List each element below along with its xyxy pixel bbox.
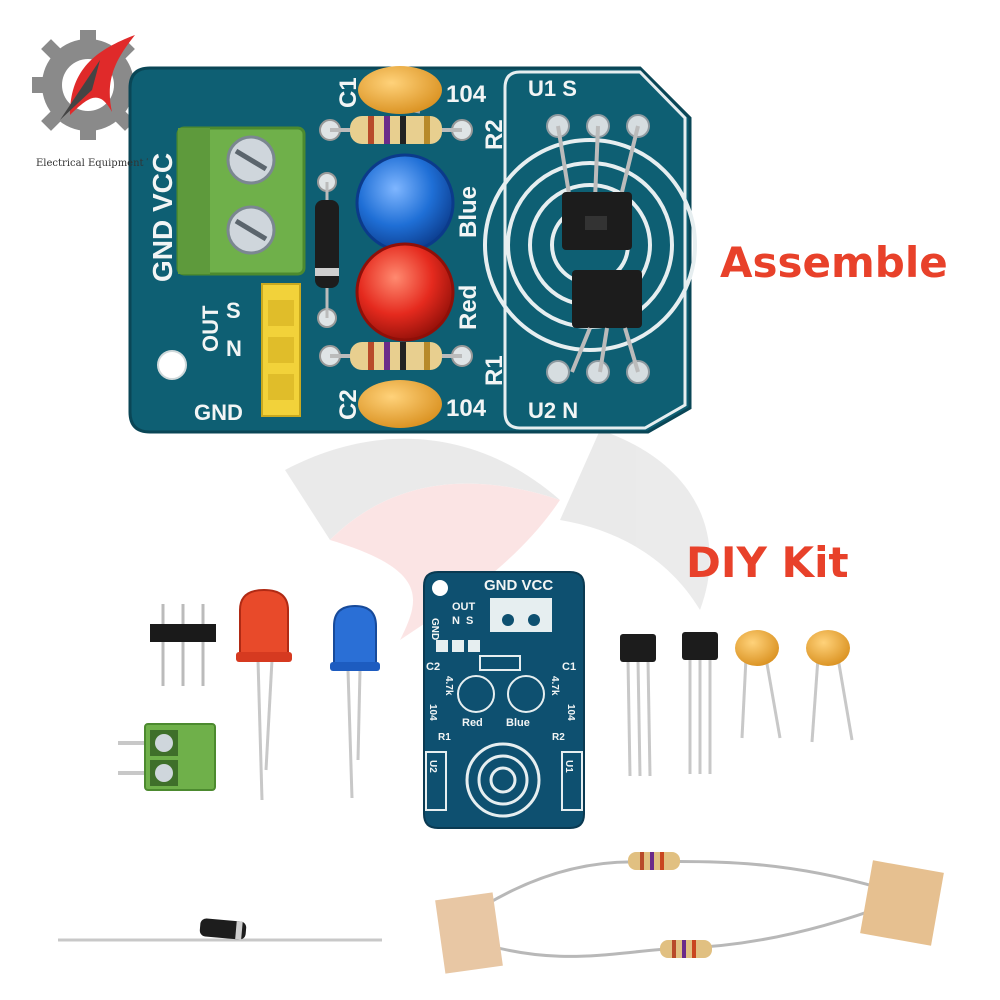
kit-label-red: Red [462, 717, 483, 729]
assembled-pcb: GND VCC C1 104 R2 Blue Red R1 104 C2 U1 … [128, 66, 697, 434]
label-s: S [226, 298, 241, 323]
kit-screw-terminal [118, 723, 216, 791]
label-cap2-value: 104 [446, 395, 487, 422]
label-cap1-value: 104 [446, 81, 487, 108]
capacitor-c1 [358, 66, 442, 114]
watermark [285, 430, 710, 640]
kit-label-out: OUT [452, 601, 476, 613]
caption-diy-kit: DIY Kit [686, 538, 849, 587]
caption-assemble: Assemble [720, 238, 948, 287]
label-out: OUT [198, 305, 223, 352]
kit-diode [58, 918, 382, 942]
kit-label-blue: Blue [506, 717, 530, 729]
kit-pcb: GND VCC GND OUT N S C2 C1 4.7k 4.7k 104 … [423, 571, 585, 829]
pin-header [261, 283, 301, 417]
label-gnd-vcc: GND VCC [147, 153, 178, 282]
label-r2: R2 [481, 119, 508, 150]
kit-label-cap-value-1: 104 [427, 704, 438, 721]
resistor-r1 [319, 342, 473, 370]
kit-label-r-value-2: 4.7k [549, 676, 560, 696]
kit-label-gnd-vcc: GND VCC [484, 577, 553, 594]
kit-hall-sensor-1 [620, 634, 656, 777]
hall-sensor-u2 [570, 270, 642, 373]
brand-logo [32, 30, 144, 140]
capacitor-c2 [358, 380, 442, 428]
led-red [355, 242, 455, 342]
label-gnd: GND [194, 400, 243, 425]
led-blue [355, 153, 455, 253]
screw-terminal [176, 126, 306, 276]
kit-label-u2: U2 [427, 760, 438, 773]
kit-capacitor-1 [735, 630, 782, 739]
label-u1-s: U1 S [528, 76, 577, 101]
label-red: Red [455, 285, 482, 330]
kit-label-r-value-1: 4.7k [443, 676, 454, 696]
kit-label-r2: R2 [552, 732, 565, 743]
kit-hall-sensor-2 [682, 632, 718, 774]
kit-label-u1: U1 [563, 760, 574, 773]
label-c1: C1 [335, 77, 362, 108]
kit-label-s: S [466, 615, 473, 627]
kit-resistors-on-tape [435, 852, 944, 974]
hall-sensor-u1 [556, 125, 640, 250]
kit-label-gnd: GND [429, 618, 440, 640]
label-r1: R1 [481, 355, 508, 386]
kit-label-c2: C2 [426, 661, 440, 673]
kit-label-r1: R1 [438, 732, 451, 743]
kit-label-cap-value-2: 104 [565, 704, 576, 721]
logo-text: Electrical Equipment To [36, 158, 148, 169]
kit-label-c1: C1 [562, 661, 576, 673]
kit-led-blue [330, 604, 380, 799]
resistor-r2 [319, 116, 473, 144]
kit-capacitor-2 [806, 630, 854, 743]
kit-pin-header [150, 604, 216, 686]
label-n: N [226, 336, 242, 361]
label-c2: C2 [335, 389, 362, 420]
label-u2-n: U2 N [528, 398, 578, 423]
kit-led-red [236, 588, 292, 801]
diode [315, 172, 339, 328]
kit-label-n: N [452, 615, 460, 627]
label-blue: Blue [455, 186, 482, 238]
